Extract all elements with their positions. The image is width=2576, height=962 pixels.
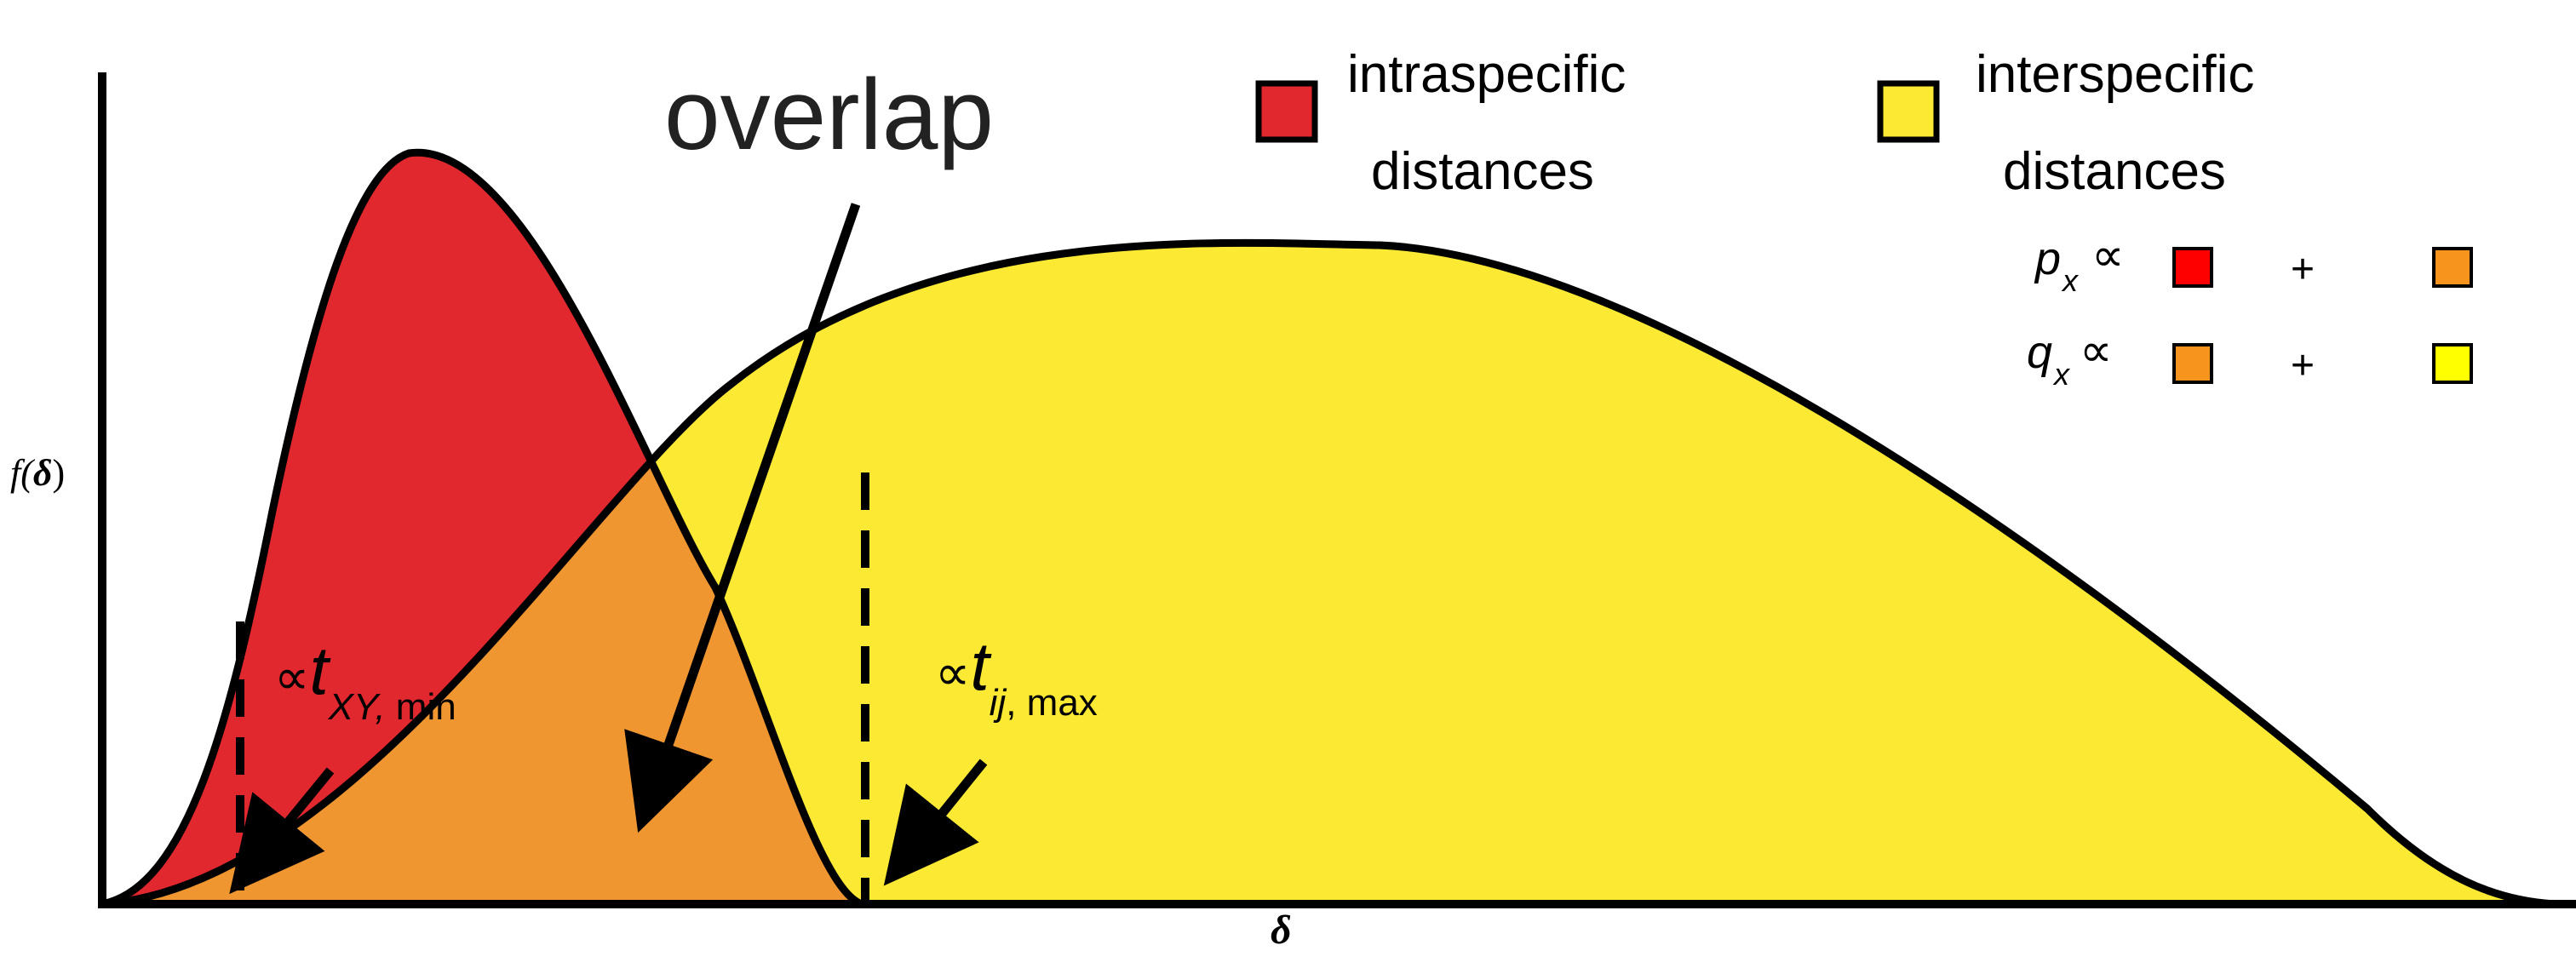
- qx-subscript: x: [2052, 357, 2071, 392]
- qx-plus: +: [2291, 343, 2315, 388]
- qx-yellow-swatch: [2432, 343, 2473, 384]
- interspecific-curve-outline: [101, 238, 2556, 908]
- interspecific-legend-line2: distances: [2003, 142, 2226, 201]
- intraspecific-curve-outline: [101, 148, 863, 908]
- px-proportional: ∝: [2091, 230, 2125, 281]
- px-subscript: x: [2061, 263, 2080, 298]
- px-orange-swatch: [2432, 247, 2473, 288]
- intraspecific-legend-line2: distances: [1371, 142, 1594, 201]
- y-axis-label: f(δ): [10, 452, 65, 494]
- qx-proportional: ∝: [2080, 325, 2113, 376]
- x-axis-label: δ: [1271, 908, 1292, 953]
- intraspecific-legend-line1: intraspecific: [1347, 45, 1626, 104]
- overlap-arrow: [624, 203, 861, 833]
- px-plus: +: [2291, 247, 2315, 292]
- interspecific-legend-swatch: [1877, 80, 1940, 143]
- t-min-label: ∝tXY, min: [274, 633, 456, 728]
- t-max-label: ∝tij, max: [935, 628, 1098, 724]
- px-symbol: p: [2034, 233, 2061, 284]
- interspecific-legend-line1: interspecific: [1976, 45, 2254, 104]
- t-min-arrow: [229, 767, 335, 895]
- t-max-arrow: [883, 759, 988, 886]
- px-red-swatch: [2172, 247, 2213, 288]
- intraspecific-legend-swatch: [1255, 80, 1318, 143]
- overlap-label: overlap: [664, 59, 994, 171]
- qx-orange-swatch: [2172, 343, 2213, 384]
- qx-symbol: q: [2027, 327, 2052, 378]
